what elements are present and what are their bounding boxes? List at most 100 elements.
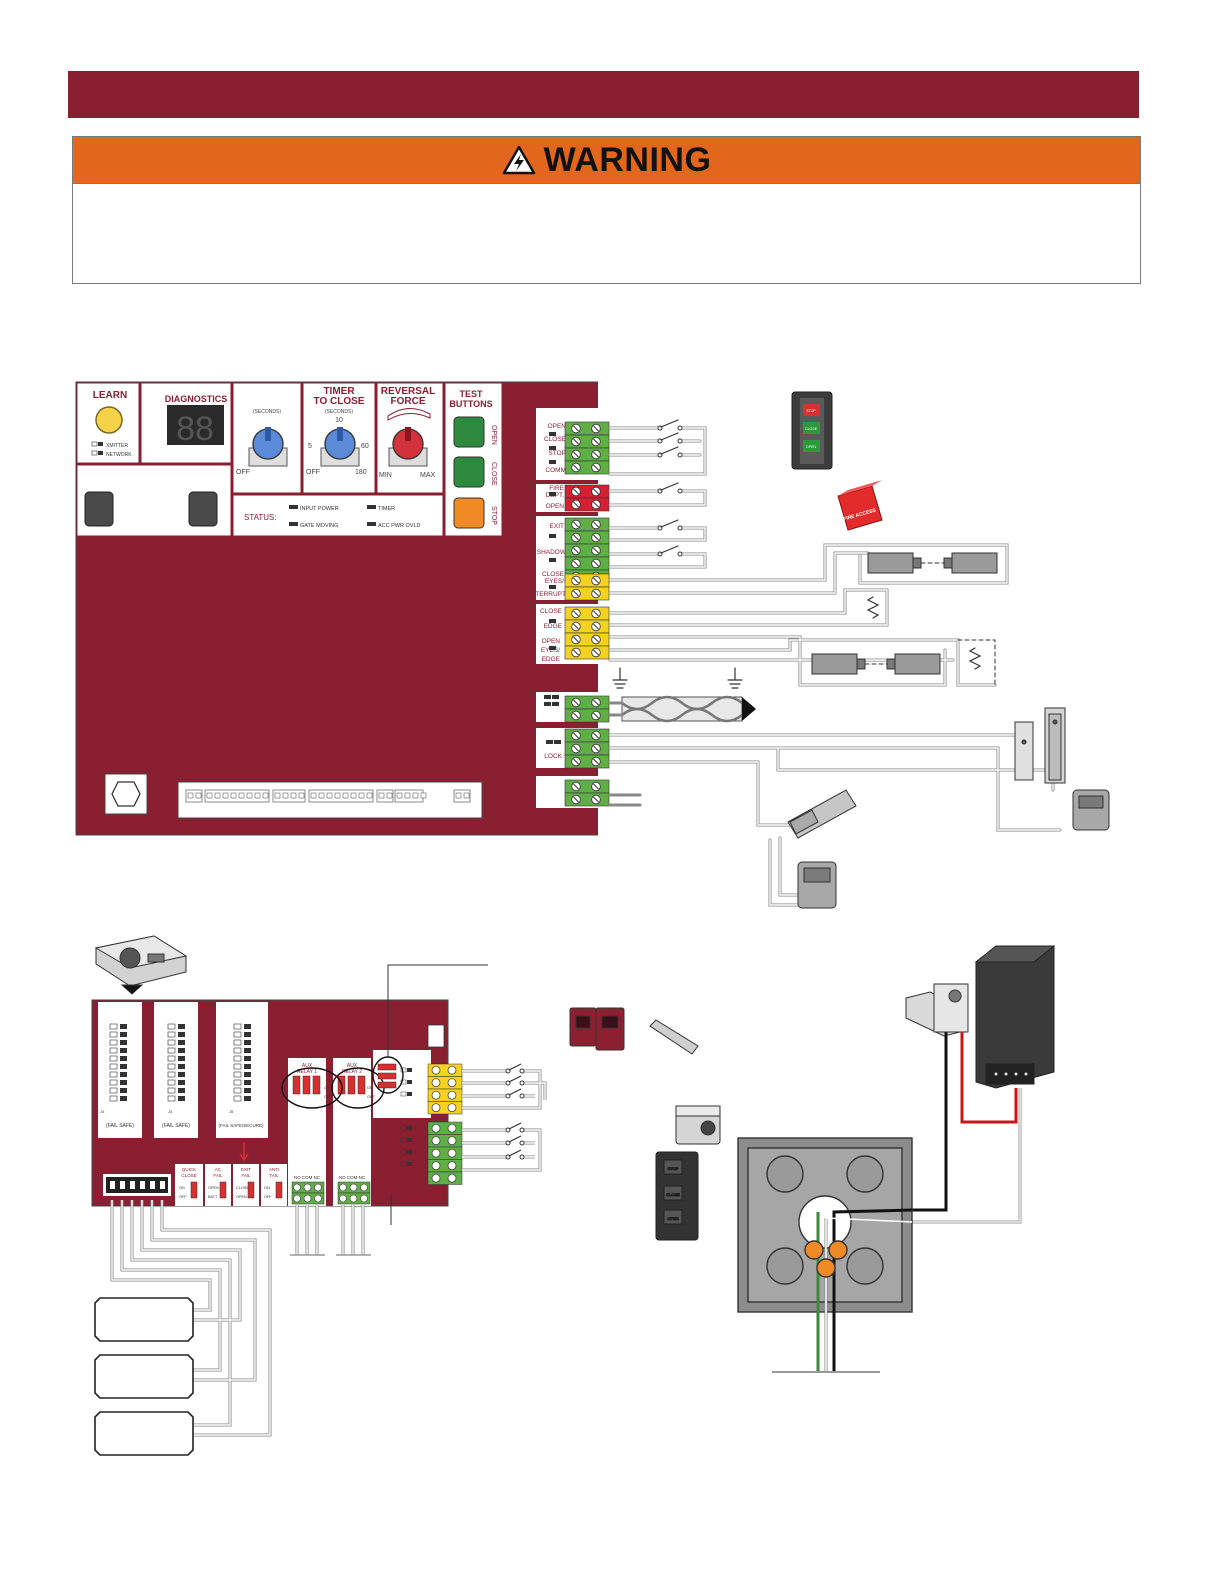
fire-access-box: FIRE ACCESS: [837, 480, 883, 531]
dip-switch-4-option-a: ON: [264, 1186, 270, 1190]
dip-switch-1-option-b: OFF: [179, 1195, 187, 1199]
dip-switch-2-title-1: AC: [215, 1167, 222, 1172]
aux1-title-1: AUX: [302, 1063, 313, 1069]
loop1-tag: J4: [100, 1109, 105, 1114]
status-label: STATUS:: [244, 513, 277, 522]
diagnostics-title: DIAGNOSTICS: [165, 394, 228, 404]
term-close-eyes-1: CLOSE: [542, 571, 565, 578]
learn-button[interactable]: [95, 406, 123, 434]
station-stop-label: STOP: [806, 409, 816, 413]
diagnostics-digits: 88: [176, 410, 214, 448]
terminal-block-fire-dept: [564, 484, 610, 512]
reversal-force-dial[interactable]: [388, 427, 428, 467]
dip-switch-3-title-2: FAIL: [241, 1173, 251, 1178]
main-board-wiring: [608, 419, 1062, 907]
magnetic-lock-device: [1014, 707, 1066, 784]
photo-eye-pair: [569, 1007, 625, 1051]
terminal-block-network: [564, 695, 610, 723]
reversal-title-1: REVERSAL: [381, 386, 435, 397]
test-open-button[interactable]: [453, 416, 485, 448]
timer-tick-10: 10: [335, 417, 343, 424]
dip-switch-1-option-a: ON: [179, 1186, 185, 1190]
dip-switch-1-title-1: QUICK: [182, 1167, 196, 1172]
dip-switch-4-option-b: OFF: [264, 1195, 272, 1199]
electrical-hazard-icon: [502, 145, 535, 175]
station2-open-label: OPEN: [667, 1216, 678, 1221]
station2-stop-label: STOP: [668, 1166, 679, 1171]
aux1-title-2: RELAY 1: [297, 1069, 317, 1075]
junction-box: [737, 1137, 913, 1373]
loop2-failsafe: (FAIL SAFE): [162, 1123, 190, 1129]
power-supply-unit: [974, 945, 1056, 1089]
learn-option-network: NETWORK: [106, 452, 132, 458]
aux2-title-2: RELAY 2: [342, 1069, 362, 1075]
warning-title: WARNING: [543, 140, 712, 179]
main-control-board: LEARN XMITTER NETWORK DIAGNOSTICS 88 (SE…: [75, 381, 628, 836]
test-title-2: BUTTONS: [449, 399, 492, 409]
terminal-block-lock: [564, 728, 610, 769]
term-fire-1: FIRE: [549, 485, 564, 492]
term-open-eyes-1: OPEN: [542, 638, 561, 645]
term-close-label: CLOSE: [544, 436, 567, 443]
dip-switch-3[interactable]: [247, 1181, 255, 1199]
timer-tick-5: 5: [308, 443, 312, 450]
terminal-block-open-close-stop: [564, 421, 610, 475]
close-delay-dial[interactable]: [248, 427, 288, 467]
aux2-on: ON: [367, 1085, 373, 1090]
status-timer: TIMER: [378, 506, 395, 512]
warning-header: WARNING: [73, 137, 1140, 184]
din-rail-relay: [905, 983, 969, 1037]
station2-close-label: CLOSE: [666, 1192, 680, 1197]
test-close-button[interactable]: [453, 456, 485, 488]
contact-sensor: [649, 1019, 699, 1055]
timer-unit: (SECONDS): [325, 409, 353, 415]
test-title-1: TEST: [459, 389, 483, 399]
reversal-max: MAX: [420, 472, 436, 479]
term-interrupt-label: INTERRUPT: [529, 591, 566, 598]
loop2-name: INTERRUPT: [157, 1130, 194, 1137]
term-close-edge-1: CLOSE: [540, 608, 563, 615]
aux1-terms: NO COM NC: [294, 1175, 321, 1180]
term-open-label: OPEN: [548, 423, 567, 430]
dial1-off: OFF: [236, 469, 250, 476]
control-station-2: STOP CLOSE OPEN: [655, 1151, 699, 1241]
learn-option-xmitter: XMITTER: [106, 443, 128, 449]
aux2-title-1: AUX: [347, 1063, 358, 1069]
dip-switch-3-option-b: OPEN: [236, 1195, 247, 1199]
timer-off: OFF: [306, 469, 320, 476]
dip-switch-1[interactable]: [190, 1181, 198, 1199]
loop1-name: SHADOW: [103, 1130, 133, 1137]
dip-switch-4[interactable]: [275, 1181, 283, 1199]
solenoid-lock-device: [787, 789, 857, 839]
term-close-eyes-2: EYES/: [545, 578, 564, 585]
dip-switch-2-option-b: BATT: [208, 1195, 218, 1199]
timer-tick-60: 60: [361, 443, 369, 450]
timer-to-close-dial[interactable]: [320, 427, 360, 467]
dip-switch-2[interactable]: [219, 1181, 227, 1199]
timer-title-1: TIMER: [323, 386, 355, 397]
timer-title-2: TO CLOSE: [314, 396, 365, 407]
loop1-failsafe: (FAIL SAFE): [106, 1123, 134, 1129]
terminal-block-close-eyes: [564, 573, 610, 601]
dip-switch-2-option-a: OPEN: [208, 1186, 219, 1190]
section-header-banner: [68, 71, 1139, 118]
control-station-device: STOP CLOSE OPEN: [791, 391, 833, 470]
diagnostics-display: [167, 405, 224, 445]
power-wiring: [912, 1032, 1022, 1224]
aux1-on: ON: [324, 1085, 330, 1090]
status-acc-pwr-ovld: ACC PWR OVLD: [378, 523, 421, 529]
loop3-failsafe: (FAIL SAFE/SECURE): [218, 1123, 264, 1128]
test-stop-button[interactable]: [453, 497, 485, 529]
test-open-label: OPEN: [490, 425, 497, 445]
term-close-edge-2: EDGE: [544, 623, 563, 630]
expansion-wiring: [94, 1063, 547, 1456]
test-stop-label: STOP: [490, 506, 497, 525]
dial1-unit: (SECONDS): [253, 409, 281, 415]
dip-switch-4-title-2: TAIL: [269, 1173, 279, 1178]
term-open-eyes-3: EDGE: [542, 656, 561, 663]
reversal-title-2: FORCE: [391, 396, 426, 407]
test-close-label: CLOSE: [490, 462, 497, 486]
board-button-left[interactable]: [84, 491, 114, 527]
board-button-right[interactable]: [188, 491, 218, 527]
